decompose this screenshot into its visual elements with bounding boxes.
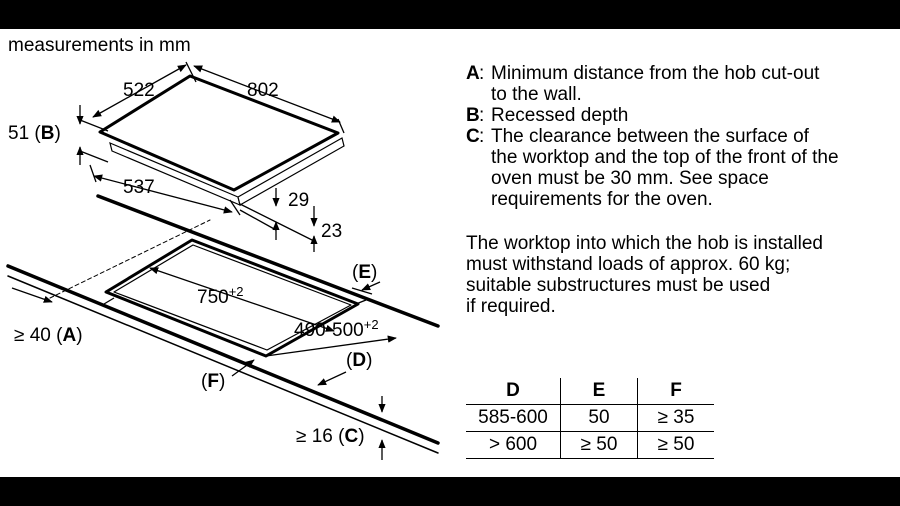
legend-text: oven must be 30 mm. See space [491,168,769,189]
table-cell: 50 [560,404,638,432]
recess-depth-label: 51 (B) [8,123,61,144]
legend-text: Recessed depth [491,105,629,126]
hob-width-label: 802 [247,80,279,101]
hob-depth-label: 522 [123,80,155,101]
clearance-table: D E F 585-600 50 ≥ 35 > 600 ≥ 50 ≥ 50 [466,378,714,459]
legend-item-a: A: Minimum distance from the hob cut-out… [466,63,891,105]
column-header-f: F [637,378,714,405]
legend-key: C [466,126,480,147]
clearance-f-label: (F) [201,371,225,392]
dimension-23-label: 23 [321,221,342,242]
legend: A: Minimum distance from the hob cut-out… [466,63,891,210]
table-cell: 585-600 [466,404,561,432]
legend-text: the worktop and the top of the front of … [491,147,839,168]
legend-text: Minimum distance from the hob cut-out [491,63,820,84]
oven-clearance-label: ≥ 16 (C) [296,426,365,447]
bottom-black-bar [0,477,900,506]
measurements-unit-label: measurements in mm [8,35,191,56]
table-cell: ≥ 35 [637,404,714,432]
dimension-29-label: 29 [288,190,309,211]
table-cell: ≥ 50 [637,431,714,459]
top-black-bar [0,0,900,29]
cutout [104,238,397,358]
column-header-d: D [466,378,561,405]
cutout-depth-label: 490-500+2 [294,317,379,341]
legend-text: The clearance between the surface of [491,126,809,147]
legend-item-b: B: Recessed depth [466,105,891,126]
worktop [6,194,440,454]
table-cell: > 600 [466,431,561,459]
table-cell: ≥ 50 [560,431,638,459]
legend-key: A [466,63,480,84]
table-row: > 600 ≥ 50 ≥ 50 [466,431,714,459]
clearance-d-label: (D) [346,350,372,371]
legend-text: to the wall. [491,84,582,105]
column-header-e: E [560,378,638,405]
table-header-row: D E F [466,378,714,405]
cutout-width-label: 750+2 [197,284,244,308]
legend-key: B [466,105,480,126]
legend-item-c: C: The clearance between the surface of … [466,126,891,210]
clearance-e-label: (E) [352,262,377,283]
under-depth-label: 537 [123,177,155,198]
legend-text: requirements for the oven. [491,189,713,210]
wall-distance-label: ≥ 40 (A) [14,325,83,346]
clearance-dimension-lines [11,281,386,460]
table-row: 585-600 50 ≥ 35 [466,404,714,432]
hob-dimension-lines [76,61,345,252]
worktop-load-note: The worktop into which the hob is instal… [466,233,823,317]
